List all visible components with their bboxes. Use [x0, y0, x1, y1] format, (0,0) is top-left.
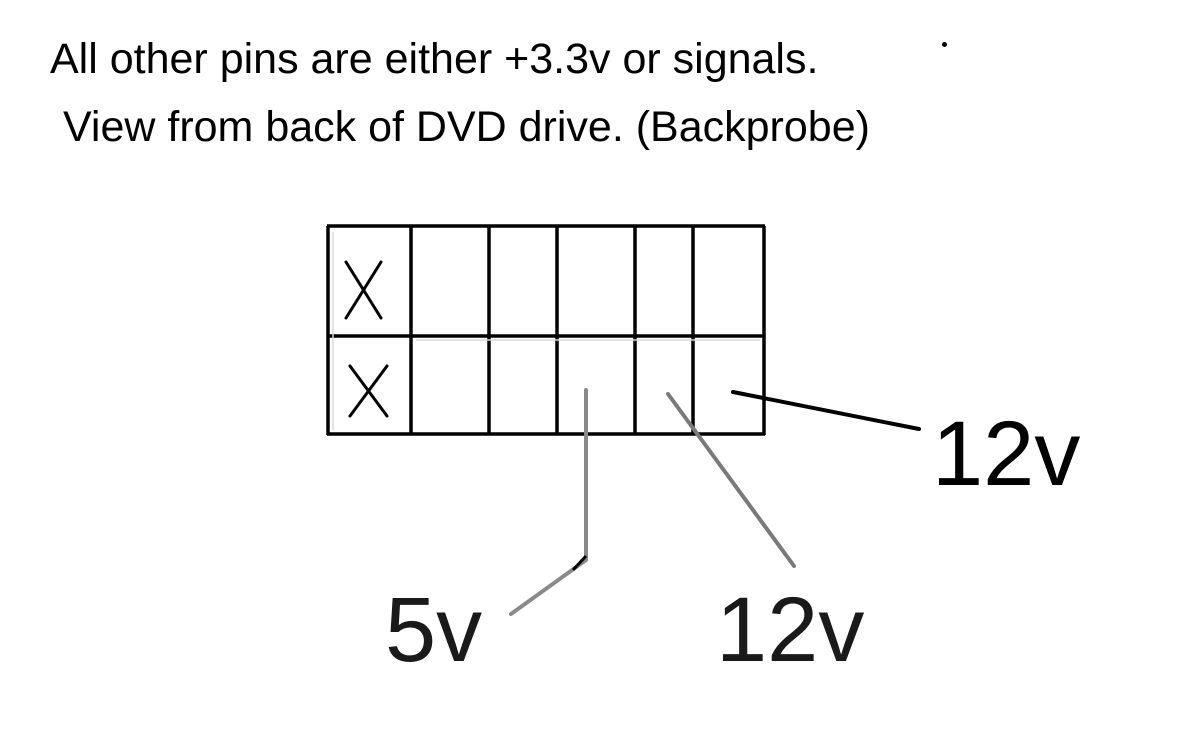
leader-line-bottom-12v — [666, 392, 796, 568]
connector-grid — [326, 224, 766, 436]
leader-line-5v-dark-tip — [571, 554, 588, 572]
pin-label-bottom-12v: 12v — [716, 579, 865, 681]
grid-gloss — [332, 232, 760, 430]
note-view-orientation: View from back of DVD drive. (Backprobe) — [63, 103, 870, 151]
pin-label-right-12v: 12v — [932, 403, 1081, 505]
stray-dot — [942, 42, 947, 47]
pin-label-5v: 5v — [385, 579, 483, 681]
leader-line-5v — [509, 388, 588, 616]
note-other-pins: All other pins are either +3.3v or signa… — [50, 35, 819, 83]
leader-line-right-12v — [731, 390, 921, 431]
unused-pin-x-bottom — [348, 364, 389, 418]
unused-pin-marks — [344, 260, 389, 418]
unused-pin-x-top — [344, 260, 383, 320]
